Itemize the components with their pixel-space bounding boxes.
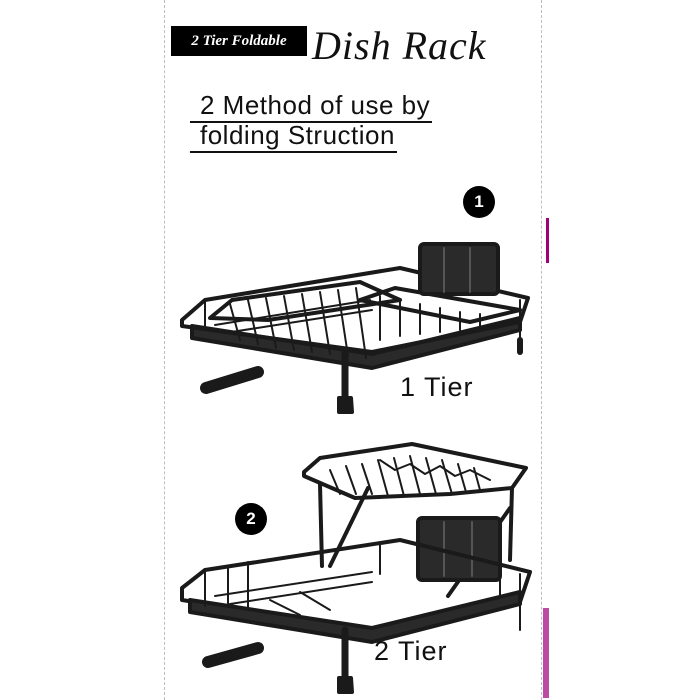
two-tier-rack <box>180 442 532 694</box>
product-title: Dish Rack <box>312 23 487 68</box>
product-tag: 2 Tier Foldable <box>171 26 307 56</box>
subtitle-line-1: 2 Method of use by <box>190 90 433 123</box>
one-tier-caption: 1 Tier <box>400 372 474 402</box>
left-guide-line <box>164 0 165 700</box>
two-tier-caption: 2 Tier <box>374 636 448 666</box>
right-guide-line <box>541 0 542 700</box>
accent-mark <box>546 218 549 263</box>
one-tier-rack <box>180 242 530 414</box>
step-1-badge: 1 <box>463 186 495 218</box>
subtitle-line-2: folding Struction <box>190 120 397 153</box>
step-2-badge: 2 <box>235 503 267 535</box>
accent-mark <box>543 608 549 698</box>
